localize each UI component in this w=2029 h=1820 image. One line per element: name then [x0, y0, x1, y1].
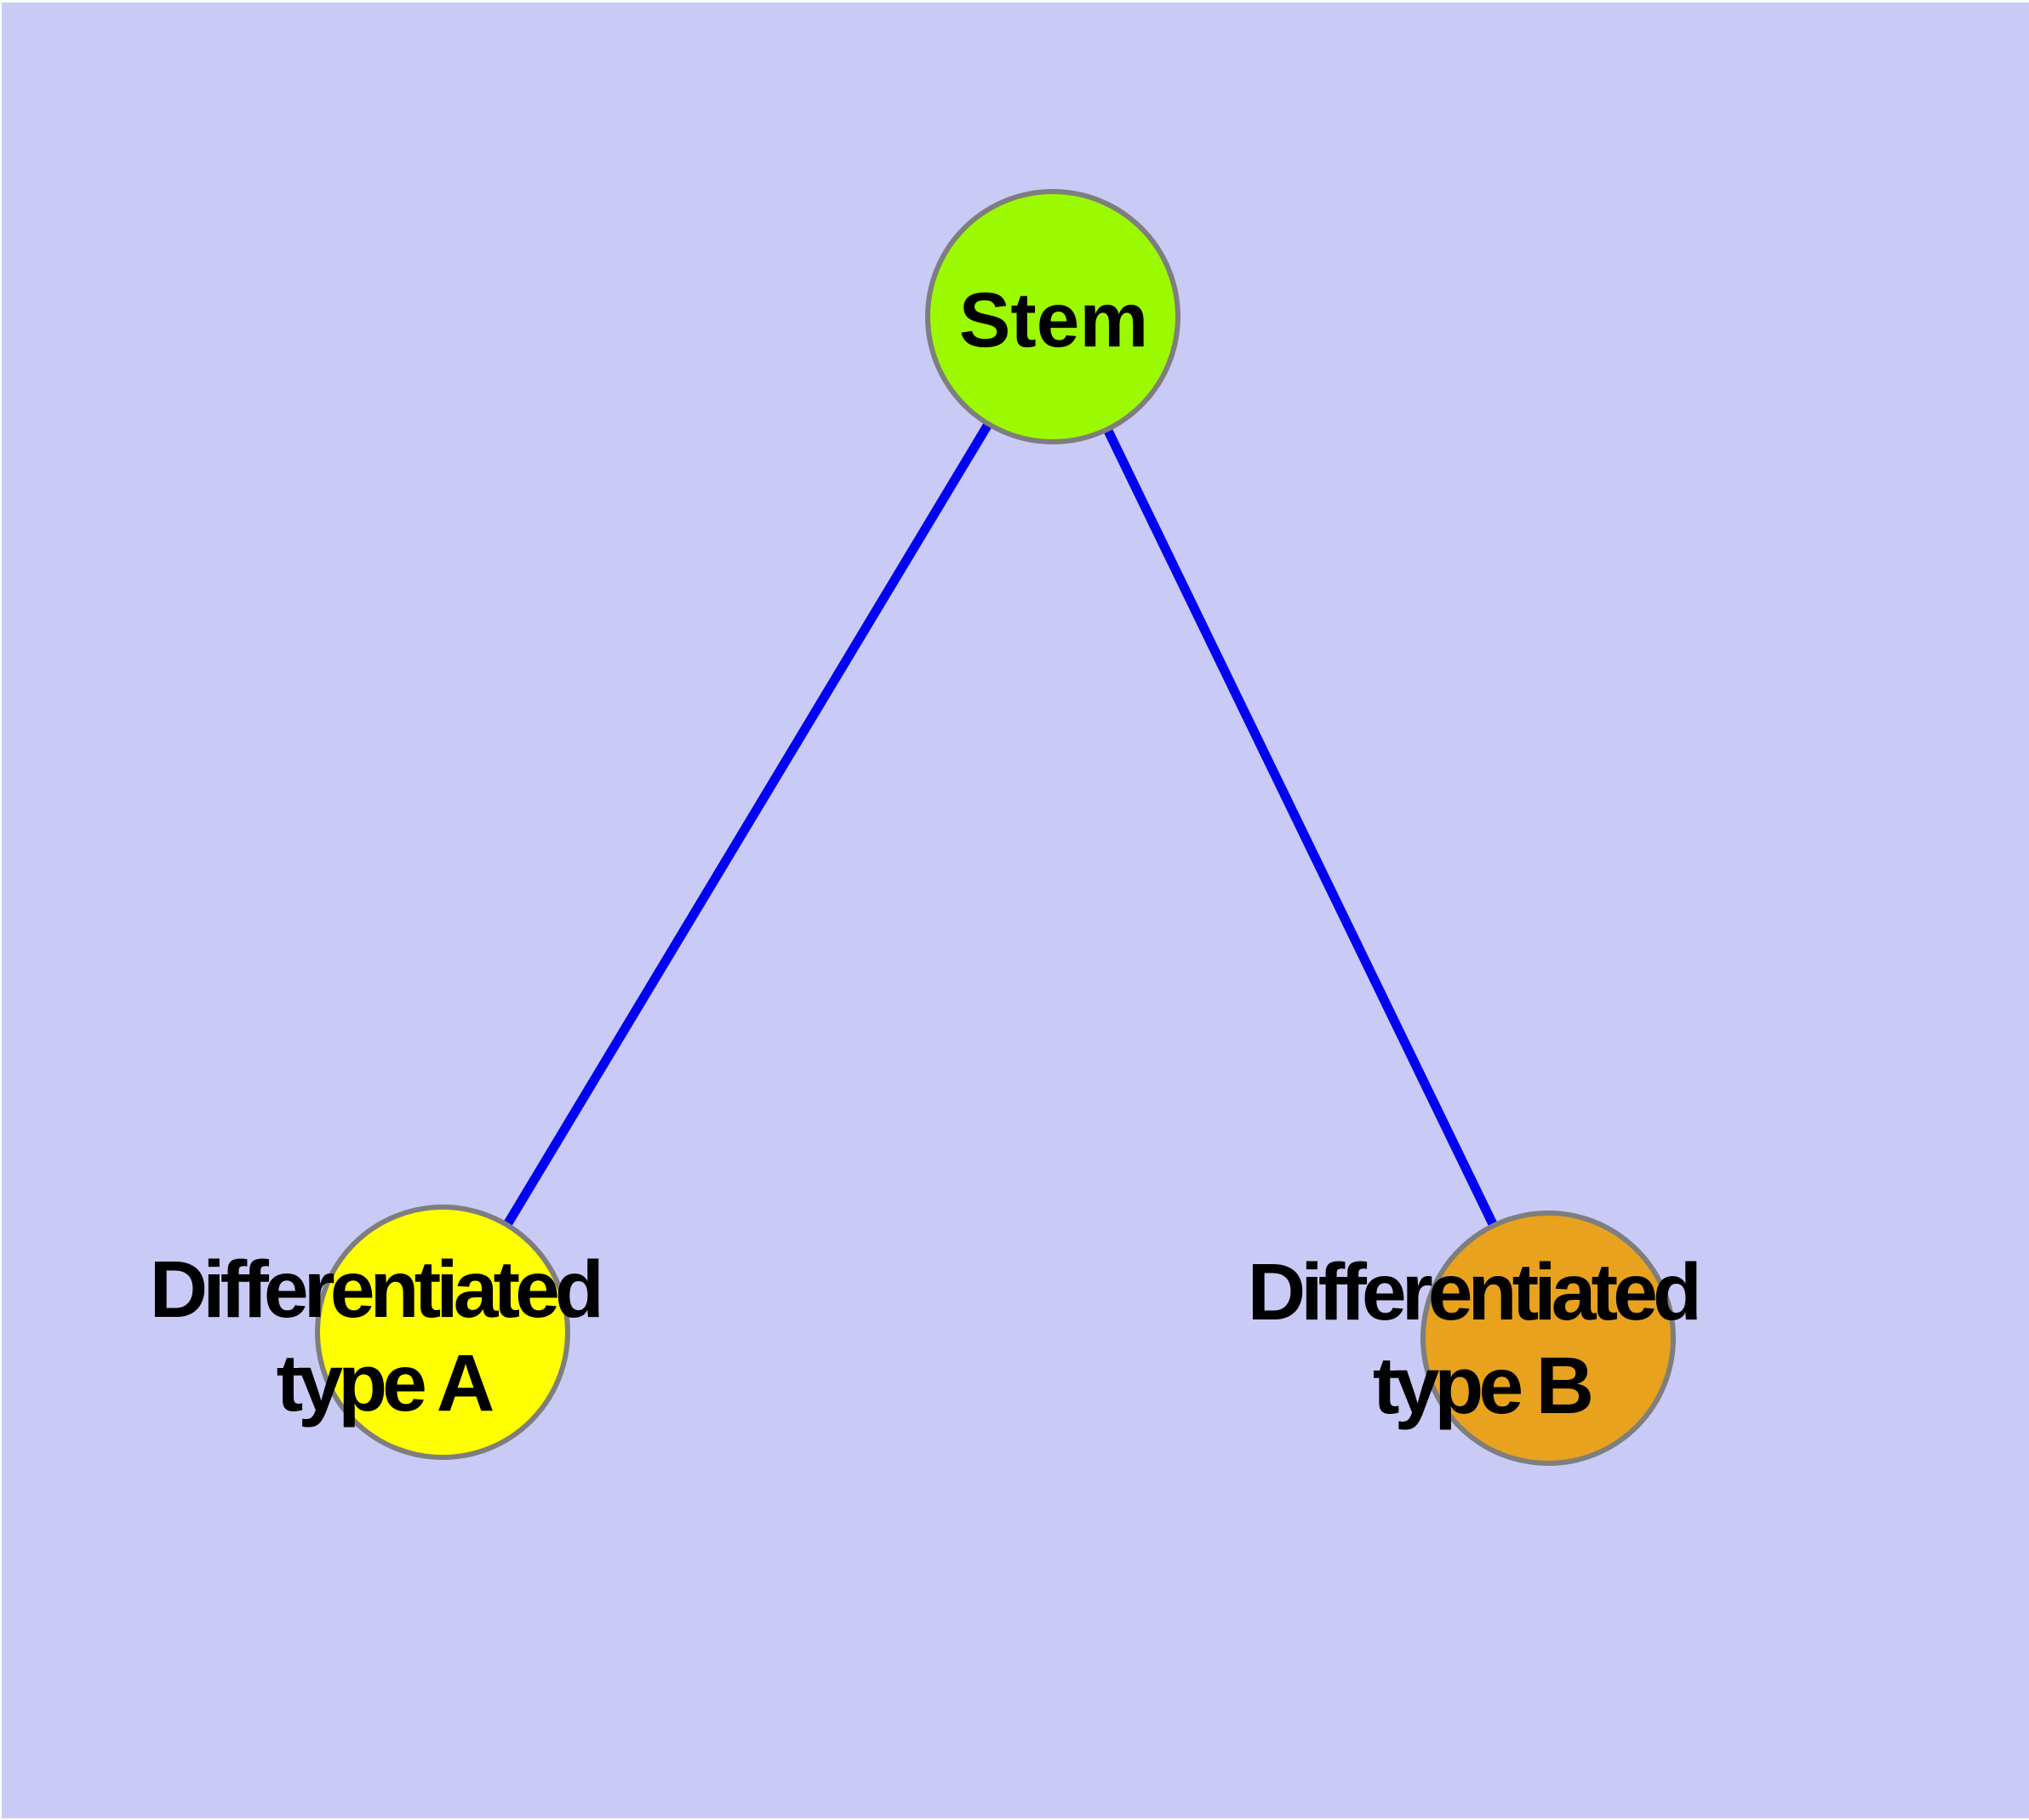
node-type-a: [315, 1205, 570, 1460]
node-label-type-b: Differentiated type B: [1248, 1247, 1715, 1431]
edge-stem-to-type-b: [1049, 314, 1552, 1341]
node-label-type-a-line1: Differentiated: [150, 1245, 599, 1335]
node-label-type-a-line2: type A: [277, 1338, 494, 1428]
node-label-type-b-line1: Differentiated: [1248, 1247, 1697, 1337]
node-type-b: [1420, 1210, 1676, 1466]
node-label-type-b-line2: type B: [1373, 1341, 1592, 1431]
edge-stem-to-type-a: [438, 314, 1057, 1335]
node-label-stem: Stem: [959, 278, 1149, 363]
node-label-type-a: Differentiated type A: [150, 1245, 617, 1428]
node-stem: [925, 189, 1180, 444]
